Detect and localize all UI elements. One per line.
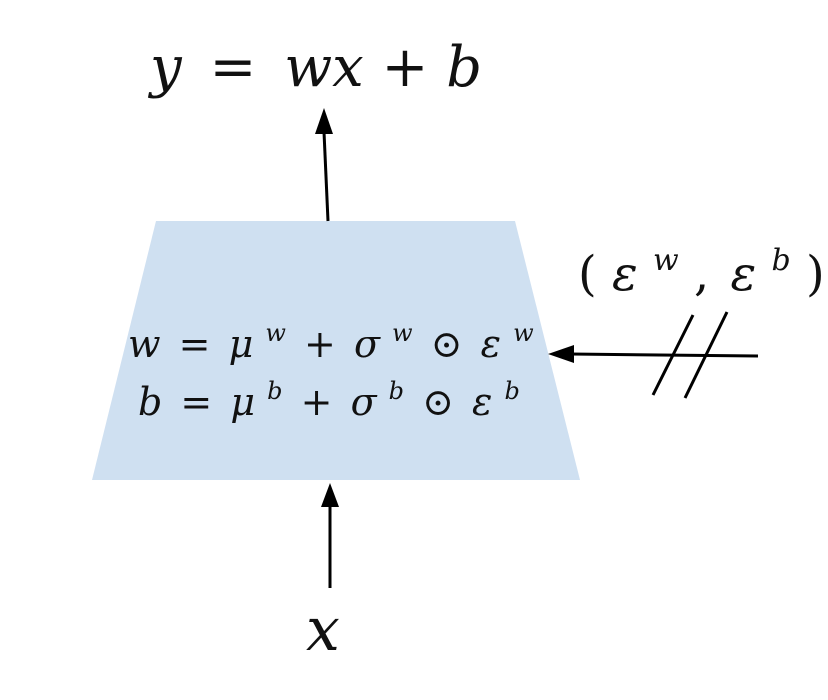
layer-equation-b: b = μ b + σ b ⊙ ε b (138, 364, 520, 424)
eq-b-sigma-sup: b (389, 377, 404, 405)
eq-b-eps: ε (472, 380, 492, 424)
eq-w-eps: ε (481, 322, 501, 366)
output-lhs: y (147, 35, 183, 100)
noise-eps-b: ε (731, 246, 757, 302)
output-arrowhead (315, 108, 333, 134)
stop-gradient-slash-1 (651, 314, 695, 396)
layer-equation-w: w = μ w + σ w ⊙ ε w (128, 306, 534, 366)
noise-arrowhead (548, 345, 574, 363)
eq-w-equals: = (179, 322, 211, 366)
noise-sup-w: w (653, 243, 679, 278)
output-equation: y = wx + b (147, 35, 482, 100)
noise-arrow (569, 352, 759, 358)
eq-b-eps-sup: b (505, 377, 520, 405)
output-arrow (322, 131, 330, 222)
layer-trapezoid (92, 221, 580, 480)
noise-sup-b: b (772, 243, 791, 278)
output-eq: = (209, 35, 256, 100)
eq-w-mu: μ (229, 322, 254, 366)
eq-w-lhs: w (128, 322, 161, 366)
noise-label: ( ε w , ε b ) (578, 226, 825, 302)
eq-b-hadamard: ⊙ (422, 380, 454, 424)
eq-w-hadamard: ⊙ (431, 322, 463, 366)
stop-gradient-slash-2 (683, 311, 729, 399)
eq-b-lhs: b (138, 380, 162, 424)
eq-w-plus: + (304, 322, 336, 366)
noise-close-paren: ) (806, 246, 825, 302)
eq-b-plus: + (301, 380, 333, 424)
output-rhs: wx + b (284, 35, 482, 100)
eq-w-mu-sup: w (265, 319, 286, 347)
eq-b-mu: μ (230, 380, 255, 424)
noise-eps-w: ε (612, 246, 638, 302)
noise-comma: , (694, 246, 709, 302)
input-arrowhead (321, 483, 339, 507)
eq-b-sigma: σ (351, 380, 378, 424)
input-label: x (306, 595, 340, 665)
eq-b-mu-sup: b (267, 377, 282, 405)
noise-open-paren: ( (578, 246, 597, 302)
eq-w-sigma: σ (354, 322, 381, 366)
eq-w-sigma-sup: w (392, 319, 413, 347)
eq-b-equals: = (180, 380, 212, 424)
eq-w-eps-sup: w (513, 319, 534, 347)
input-label-text: x (306, 595, 340, 665)
